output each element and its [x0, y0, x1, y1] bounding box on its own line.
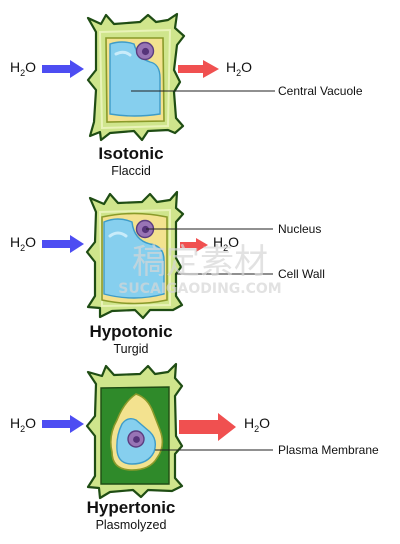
water-label: H2O [10, 234, 36, 253]
cell-wall-highlight [98, 28, 172, 130]
water-out-arrow [180, 238, 208, 252]
central-vacuole-label: Central Vacuole [278, 84, 363, 98]
panel-title: Hypotonic [89, 322, 172, 341]
nucleolus [141, 225, 150, 234]
water-in-arrow [42, 235, 84, 253]
panel-title: Hypertonic [87, 498, 176, 517]
water-label: H2O [10, 59, 36, 78]
nucleolus [133, 436, 140, 443]
plasma-membrane-label: Plasma Membrane [278, 443, 379, 457]
hypertonic-panel: H2O H2O Plasma Membrane Hypertonic Plasm… [10, 362, 379, 532]
watermark-url: SUCAIGAODING.COM [118, 281, 281, 297]
panel-subtitle: Turgid [114, 342, 149, 356]
panel-subtitle: Plasmolyzed [96, 518, 167, 532]
water-label: H2O [213, 234, 239, 253]
water-label: H2O [244, 415, 270, 434]
central-vacuole [103, 218, 165, 299]
vacuole-shine [114, 50, 132, 57]
nucleolus [141, 47, 150, 56]
water-in-arrow [42, 415, 84, 433]
water-label: H2O [10, 415, 36, 434]
watermark: 稿定素材 SUCAIGAODING.COM [118, 242, 281, 297]
central-vacuole [109, 41, 161, 117]
vacuole-shine [108, 231, 128, 238]
water-out-arrow [178, 60, 219, 78]
panel-subtitle: Flaccid [111, 164, 151, 178]
water-label: H2O [226, 59, 252, 78]
water-out-arrow [179, 413, 236, 441]
nucleus-label: Nucleus [278, 222, 321, 236]
hypotonic-panel: H2O H2O Nucleus Cell Wall Hypotonic Turg… [10, 190, 325, 356]
panel-title: Isotonic [98, 144, 163, 163]
watermark-chinese: 稿定素材 [132, 242, 268, 282]
isotonic-panel: H2O H2O Central Vacuole Isotonic Flaccid [10, 12, 363, 178]
water-in-arrow [42, 60, 84, 78]
cell-wall-label: Cell Wall [278, 267, 325, 281]
